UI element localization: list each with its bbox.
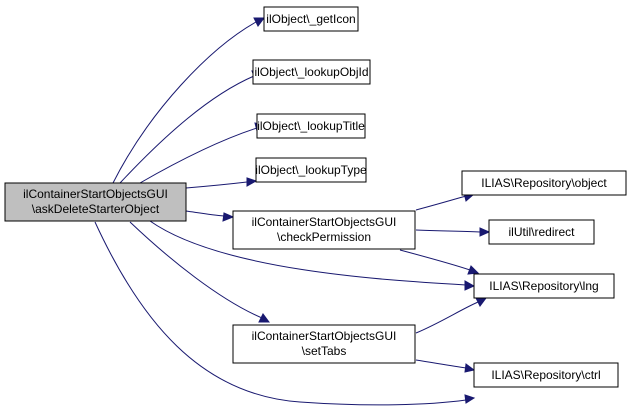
edge-arrowhead xyxy=(464,394,476,404)
edge-arrowhead xyxy=(467,265,480,275)
edge-root-to-lookup-obj-id xyxy=(119,75,255,184)
node-lookup-title[interactable]: ilObject\_lookupTitle xyxy=(256,113,366,139)
edge-arrowhead xyxy=(464,280,476,291)
edge-root-to-get-icon xyxy=(112,21,257,184)
edge-root-to-check-permission xyxy=(185,210,225,217)
edge-arrowhead xyxy=(246,177,258,187)
node-label-line: ilContainerStartObjectsGUI xyxy=(252,215,397,229)
node-repository-object[interactable]: ILIAS\Repository\object xyxy=(461,170,627,196)
node-lookup-obj-id[interactable]: ilObject\_lookupObjId xyxy=(252,59,371,85)
node-label-line: ILIAS\Repository\ctrl xyxy=(491,368,600,382)
node-label-line: ilContainerStartObjectsGUI xyxy=(23,187,168,201)
edge-arrowhead xyxy=(475,297,487,307)
node-repository-lng[interactable]: ILIAS\Repository\lng xyxy=(473,273,615,299)
edge-arrowhead xyxy=(258,313,270,323)
node-get-icon[interactable]: ilObject\_getIcon xyxy=(263,6,359,32)
edge-root-to-lookup-type xyxy=(185,181,248,189)
edge-arrowhead xyxy=(253,17,265,27)
node-repository-ctrl[interactable]: ILIAS\Repository\ctrl xyxy=(473,362,619,388)
edge-arrowhead xyxy=(222,212,235,222)
node-label-line: ilContainerStartObjectsGUI xyxy=(252,329,397,343)
edge-root-to-lng xyxy=(149,220,467,286)
node-label-line: \setTabs xyxy=(302,344,347,358)
edge-root-to-ctrl xyxy=(94,221,467,406)
edge-set-tabs-to-ctrl xyxy=(415,359,467,369)
edge-arrowhead xyxy=(479,227,491,237)
node-label-line: ilUtil\redirect xyxy=(508,225,575,239)
node-util-redirect[interactable]: ilUtil\redirect xyxy=(488,219,595,245)
edge-root-to-set-tabs xyxy=(129,221,263,319)
node-root[interactable]: ilContainerStartObjectsGUI \askDeleteSta… xyxy=(4,182,187,222)
node-label-line: ilObject\_lookupType xyxy=(255,163,367,177)
edge-set-tabs-to-lng xyxy=(415,301,479,334)
node-label-line: \checkPermission xyxy=(277,230,371,244)
node-label-line: ILIAS\Repository\lng xyxy=(489,279,598,293)
node-label-line: ilObject\_lookupTitle xyxy=(257,119,365,133)
edge-root-to-lookup-title xyxy=(139,127,258,184)
node-label-line: \askDeleteStarterObject xyxy=(32,202,160,216)
edge-check-permission-to-lng xyxy=(399,249,471,271)
node-label-line: ILIAS\Repository\object xyxy=(481,176,607,190)
node-set-tabs[interactable]: ilContainerStartObjectsGUI \setTabs xyxy=(232,324,416,364)
node-check-permission[interactable]: ilContainerStartObjectsGUI \checkPermiss… xyxy=(232,210,416,250)
node-label-line: ilObject\_lookupObjId xyxy=(254,65,368,79)
edge-arrowhead xyxy=(464,363,476,373)
edge-check-permission-to-object xyxy=(415,195,467,211)
edge-check-permission-to-redirect xyxy=(415,229,481,233)
node-lookup-type[interactable]: ilObject\_lookupType xyxy=(255,157,367,183)
node-label-line: ilObject\_getIcon xyxy=(266,12,355,26)
